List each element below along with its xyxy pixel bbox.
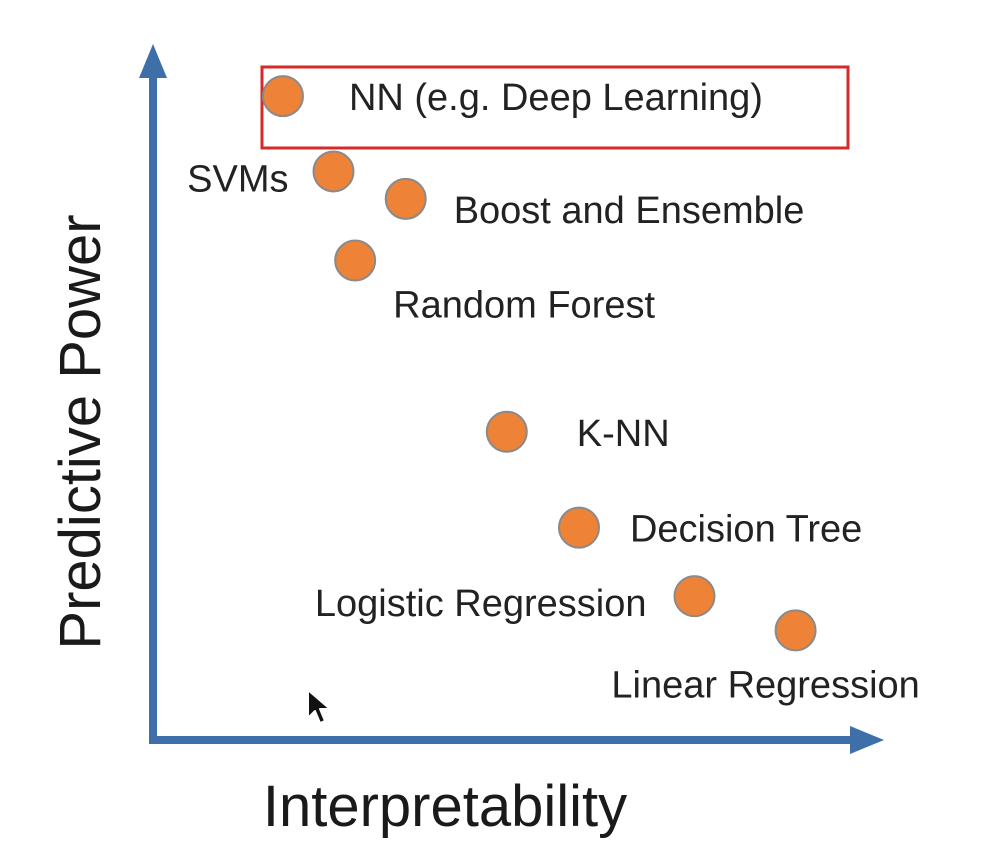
data-point-random-forest xyxy=(334,239,377,282)
point-label-k-nn: K-NN xyxy=(577,413,670,455)
data-point-k-nn xyxy=(485,410,528,453)
point-label-decision-tree: Decision Tree xyxy=(630,509,862,551)
data-point-linear-regression xyxy=(774,609,817,652)
y-axis-arrowhead xyxy=(139,44,167,78)
point-label-svms: SVMs xyxy=(187,158,288,200)
data-point-logistic-regression xyxy=(673,575,716,618)
point-label-linear-regression: Linear Regression xyxy=(611,664,919,706)
x-axis-title: Interpretability xyxy=(263,774,627,839)
points-layer xyxy=(261,75,817,652)
point-label-logistic-regression: Logistic Regression xyxy=(315,583,647,625)
mouse-pointer-icon xyxy=(307,689,331,724)
highlight-layer xyxy=(260,65,850,150)
axes xyxy=(139,44,884,754)
y-axis-title: Predictive Power xyxy=(48,214,113,649)
point-label-nn-e-g-deep-learning: NN (e.g. Deep Learning) xyxy=(349,77,763,119)
data-point-decision-tree xyxy=(557,506,600,549)
data-point-boost-and-ensemble xyxy=(384,177,427,220)
point-label-random-forest: Random Forest xyxy=(393,285,655,327)
highlight-box xyxy=(260,65,850,150)
data-point-nn-e-g-deep-learning xyxy=(261,75,304,118)
point-label-boost-and-ensemble: Boost and Ensemble xyxy=(454,190,805,232)
x-axis-arrowhead xyxy=(850,726,884,754)
data-point-svms xyxy=(312,150,355,193)
